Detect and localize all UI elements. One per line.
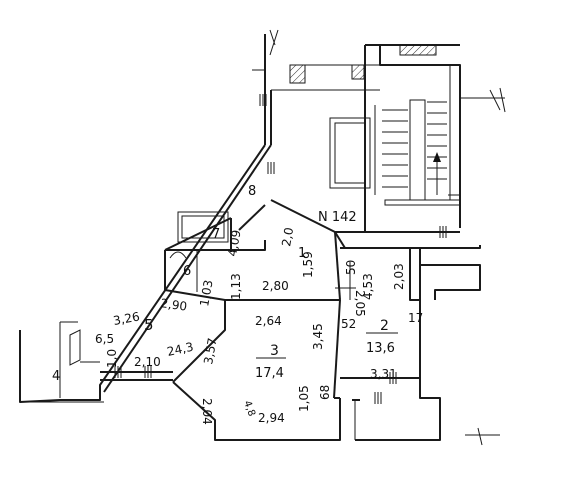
dim-2-94: 2,94 bbox=[258, 411, 285, 425]
dim-17: 17 bbox=[408, 311, 423, 325]
dimension-labels: 4,09 2,0 1,59 2,80 1,13 1,03 2,90 3,26 6… bbox=[95, 226, 423, 425]
room-1-label: 1 bbox=[298, 246, 306, 261]
room-2-label: 2 bbox=[380, 318, 389, 334]
dim-1-59: 1,59 bbox=[301, 251, 315, 278]
dim-24-3: 24,3 bbox=[166, 340, 195, 359]
dim-2-04: 2,04 bbox=[200, 398, 214, 425]
room-3-label: 3 bbox=[270, 343, 279, 359]
dim-52: 52 bbox=[341, 317, 356, 331]
dim-2-0: 2,0 bbox=[279, 226, 296, 247]
dim-2-03: 2,03 bbox=[392, 263, 406, 290]
dim-1-0: 1,0 bbox=[105, 349, 119, 368]
dim-2-10: 2,10 bbox=[134, 355, 161, 369]
opening-marks bbox=[114, 94, 447, 404]
dim-3-57: 3,57 bbox=[201, 337, 219, 366]
outer-walls bbox=[19, 34, 272, 403]
apartment-number: N 142 bbox=[318, 210, 357, 225]
dim-4-09: 4,09 bbox=[225, 229, 243, 258]
stair-arrow bbox=[433, 152, 441, 195]
room-6-label: 6 bbox=[183, 264, 191, 279]
room-3-area: 17,4 bbox=[255, 366, 284, 381]
dim-1-03: 1,03 bbox=[197, 279, 215, 308]
dim-1-13: 1,13 bbox=[229, 273, 243, 300]
room-4-label: 4 bbox=[52, 369, 60, 384]
room-2-area: 13,6 bbox=[366, 341, 395, 356]
dim-2-05: 2,05 bbox=[353, 290, 367, 317]
section-marker-top bbox=[252, 29, 279, 71]
dim-1-05: 1,05 bbox=[297, 385, 311, 412]
dim-50: 50 bbox=[344, 260, 358, 275]
dim-3-31: 3,31 bbox=[370, 367, 397, 381]
dim-4-8: 4,8 bbox=[241, 399, 257, 418]
room-7-label: 7 bbox=[212, 227, 220, 242]
section-marker-bottom bbox=[465, 427, 500, 446]
stair-block bbox=[271, 44, 461, 232]
dim-2-90: 2,90 bbox=[160, 296, 188, 314]
dim-2-80: 2,80 bbox=[262, 279, 289, 293]
dim-6-5: 6,5 bbox=[95, 332, 114, 346]
room-labels: 8 7 6 1 5 4 3 17,4 2 13,6 N 142 bbox=[52, 184, 398, 384]
dim-2-64: 2,64 bbox=[255, 314, 282, 328]
room-5-label: 5 bbox=[144, 316, 154, 334]
dim-4-53: 4,53 bbox=[361, 273, 375, 300]
dim-3-26: 3,26 bbox=[112, 310, 141, 328]
dim-3-45: 3,45 bbox=[311, 323, 325, 350]
section-marker-right bbox=[460, 87, 506, 113]
room-8-label: 8 bbox=[248, 184, 256, 199]
dim-68: 68 bbox=[318, 385, 332, 400]
apartment-walls bbox=[100, 199, 481, 441]
